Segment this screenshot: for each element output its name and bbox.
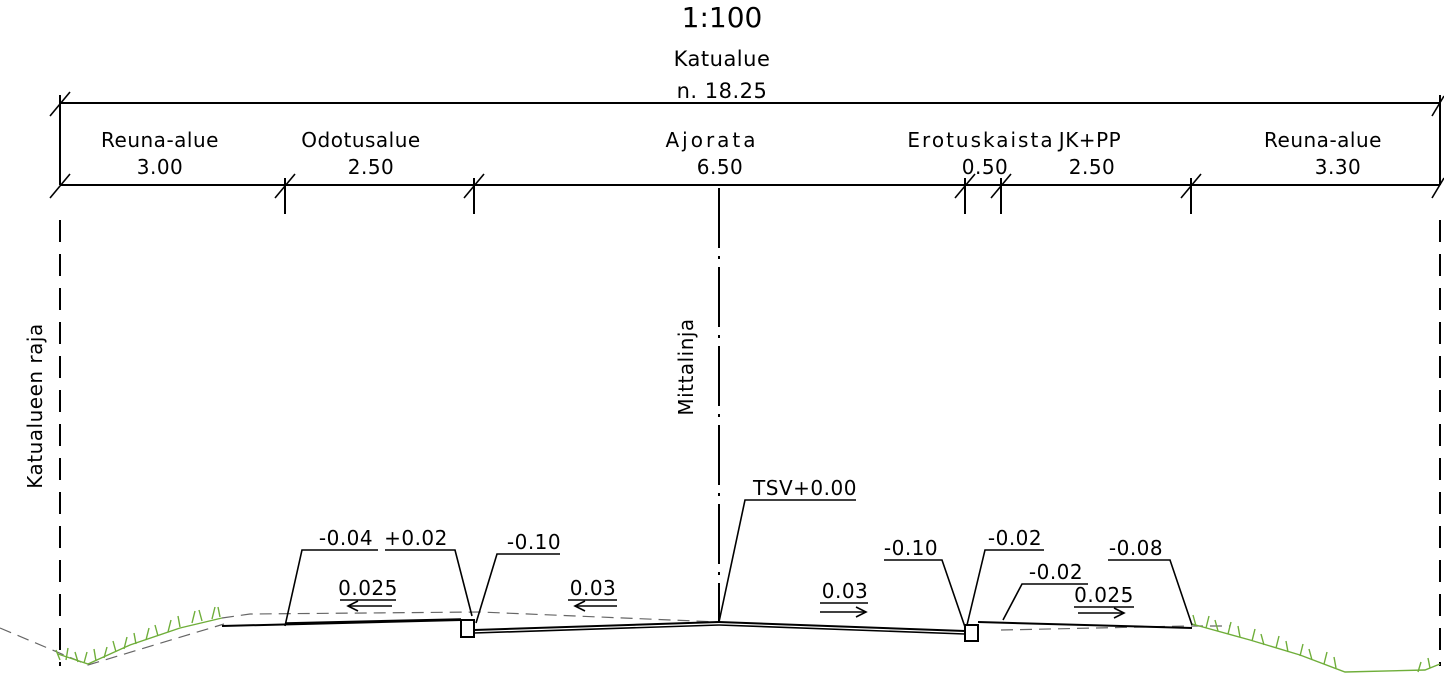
- zone-width-reuna-alue-right: 3.30: [1315, 155, 1362, 179]
- zone-width-erotuskaista: 0.50: [962, 155, 1009, 179]
- zone-width-odotusalue: 2.50: [348, 155, 395, 179]
- boundary-label: Katualueen raja: [23, 323, 47, 488]
- elevation-right-curb: -0.10: [884, 536, 938, 560]
- zone-width-reuna-alue-left: 3.00: [137, 155, 184, 179]
- elevation-tsv: TSV+0.00: [752, 476, 857, 500]
- elevation-right-separator: -0.02: [988, 526, 1042, 550]
- slope-roadway-right-label: 0.03: [822, 579, 869, 603]
- zone-width-ajorata: 6.50: [697, 155, 744, 179]
- zone-name-erotuskaista: Erotuskaista: [907, 128, 1054, 152]
- grass-right: [1191, 614, 1441, 673]
- slope-arrow-platform: [346, 600, 392, 612]
- slope-platform-label: 0.025: [338, 576, 398, 600]
- elevation-right-path: -0.02: [1029, 560, 1083, 584]
- zone-width-jk-pp: 2.50: [1069, 155, 1116, 179]
- ground-lines: [0, 611, 1230, 666]
- elevation-left-curb: -0.10: [507, 530, 561, 554]
- zone-name-reuna-alue-right: Reuna-alue: [1264, 128, 1382, 152]
- grass-left: [55, 606, 223, 665]
- street-area-title: Katualue: [674, 47, 771, 71]
- left-curb: [460, 619, 475, 638]
- slope-arrow-roadway-left: [573, 600, 617, 612]
- elevation-right-edge: -0.08: [1109, 536, 1163, 560]
- zone-name-odotusalue: Odotusalue: [301, 128, 420, 152]
- right-curb: [964, 624, 979, 642]
- overall-dimension-line: [49, 91, 1444, 185]
- elevation-left-edge: -0.04: [319, 526, 373, 550]
- slope-arrow-path: [1078, 607, 1126, 619]
- zone-dimension-line: [49, 173, 1444, 214]
- slope-arrow-roadway-right: [820, 606, 868, 618]
- centerline-label: Mittalinja: [674, 318, 698, 415]
- elevation-left-platform: +0.02: [384, 526, 448, 550]
- elevation-leaders: [284, 499, 1193, 628]
- road-surface: [221, 618, 1193, 642]
- slope-roadway-left-label: 0.03: [570, 576, 617, 600]
- scale-label: 1:100: [682, 1, 763, 34]
- zone-name-ajorata: Ajorata: [665, 128, 758, 152]
- slope-path-label: 0.025: [1074, 583, 1134, 607]
- zone-name-jk-pp: JK+PP: [1057, 128, 1121, 152]
- street-area-width: n. 18.25: [677, 79, 768, 103]
- zone-name-reuna-alue-left: Reuna-alue: [101, 128, 219, 152]
